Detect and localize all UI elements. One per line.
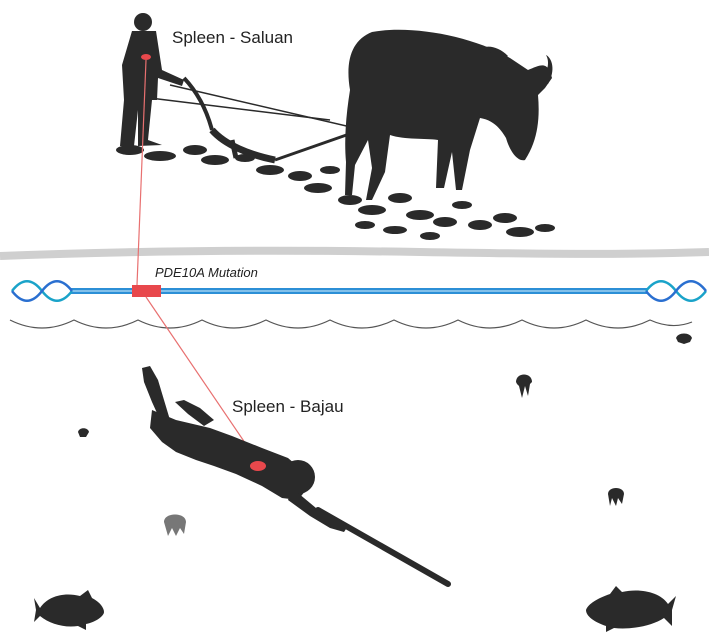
spleen-saluan-marker bbox=[141, 54, 151, 60]
label-spleen-saluan: Spleen - Saluan bbox=[172, 28, 293, 47]
soil-clods bbox=[116, 145, 555, 240]
fish-icon bbox=[34, 590, 104, 630]
water-surface bbox=[10, 320, 692, 328]
dna-helix-icon bbox=[12, 281, 72, 301]
jellyfish-icon bbox=[608, 488, 624, 506]
dna-strand: PDE10A Mutation bbox=[12, 265, 706, 301]
label-spleen-bajau: Spleen - Bajau bbox=[232, 397, 344, 416]
label-pde10a-mutation: PDE10A Mutation bbox=[155, 265, 258, 280]
jellyfish-icon bbox=[516, 375, 532, 399]
jellyfish-icon bbox=[78, 428, 89, 437]
fish-icon bbox=[586, 586, 676, 632]
jellyfish-icon bbox=[164, 515, 186, 537]
pde10a-mutation-marker bbox=[132, 285, 161, 297]
diver-icon bbox=[142, 366, 348, 532]
ground-line bbox=[0, 251, 709, 256]
spleen-bajau-marker bbox=[250, 461, 266, 471]
diver-scene: Spleen - Bajau bbox=[34, 334, 692, 633]
farmer-scene: Spleen - Saluan bbox=[116, 13, 555, 240]
dna-helix-icon bbox=[646, 281, 706, 301]
jellyfish-icon bbox=[676, 334, 692, 345]
water-buffalo-icon bbox=[345, 30, 552, 200]
plow-icon bbox=[150, 78, 355, 160]
